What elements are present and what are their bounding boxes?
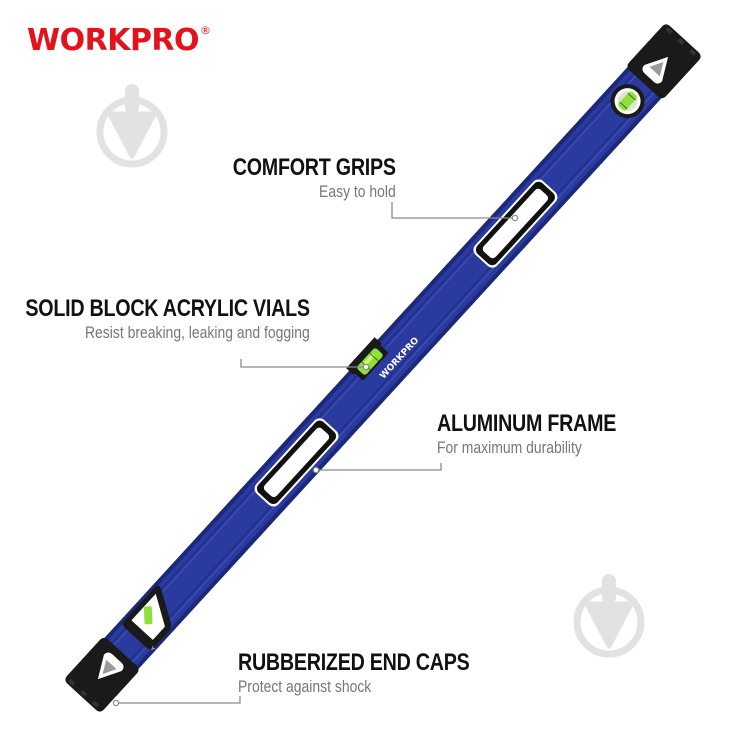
callout-title: RUBBERIZED END CAPS [238, 649, 470, 676]
callout-subtitle: Resist breaking, leaking and fogging [85, 323, 310, 342]
callout-title: COMFORT GRIPS [233, 154, 396, 181]
leader-line-acrylic-vials [240, 359, 366, 368]
callout-aluminum-frame: ALUMINUM FRAME For maximum durability [437, 410, 655, 457]
callout-title: ALUMINUM FRAME [437, 410, 617, 437]
comfort-grip-lower [254, 418, 339, 507]
registered-mark: ® [200, 24, 211, 37]
brand-logo: WORKPRO® [27, 23, 211, 58]
comfort-grip-upper [473, 179, 558, 268]
callout-end-caps: RUBBERIZED END CAPS Protect against shoc… [238, 649, 520, 696]
end-cap-top [627, 24, 701, 99]
plumb-vial [610, 84, 645, 119]
svg-text:V: V [149, 646, 156, 653]
trowel-icon [96, 84, 168, 168]
angle-vial: V [123, 585, 171, 653]
callout-title: SOLID BLOCK ACRYLIC VIALS [25, 295, 311, 322]
trowel-icon [573, 574, 645, 658]
leader-line-aluminum-frame [316, 463, 442, 471]
brand-logo-text: WORKPRO [27, 23, 200, 58]
leader-lines [112, 202, 519, 707]
callout-subtitle: For maximum durability [437, 438, 582, 457]
callout-subtitle: Easy to hold [319, 182, 396, 201]
end-cap-bottom [65, 637, 139, 712]
callout-comfort-grips: COMFORT GRIPS Easy to hold [197, 154, 396, 201]
leader-line-comfort-grips [391, 202, 515, 219]
callout-subtitle: Protect against shock [238, 677, 372, 696]
callout-acrylic-vials: SOLID BLOCK ACRYLIC VIALS Resist breakin… [0, 295, 311, 342]
leader-line-end-caps [116, 696, 241, 704]
